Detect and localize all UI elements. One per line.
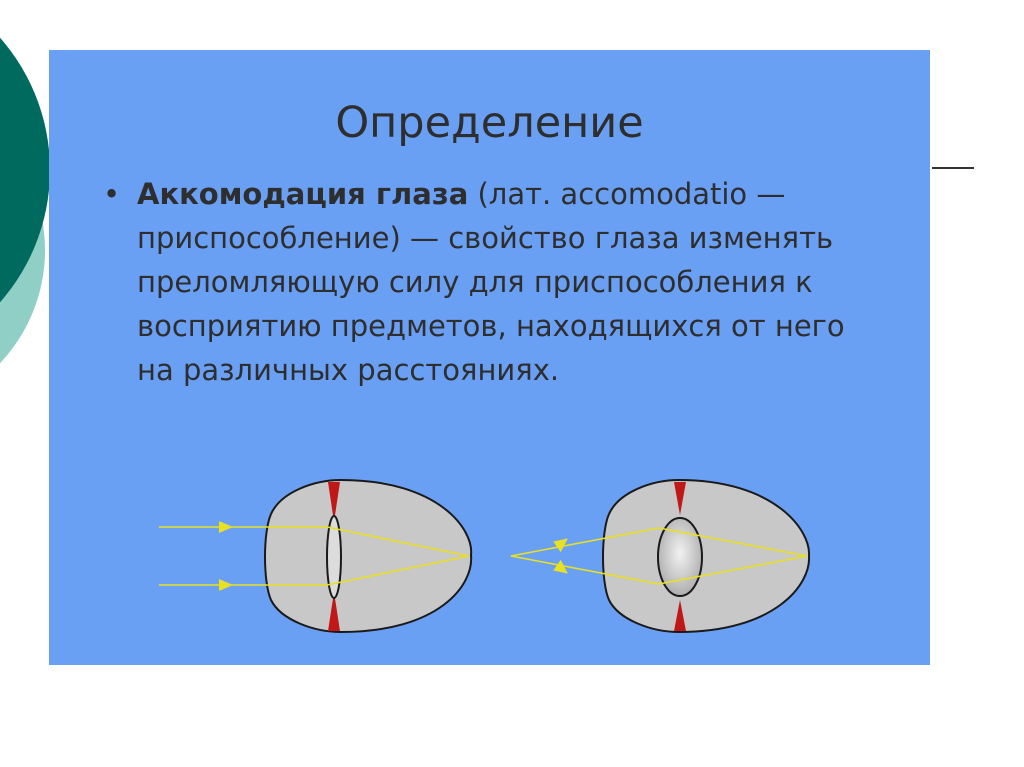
- lens-thin: [326, 515, 342, 599]
- ray-diverging-bottom: [510, 555, 660, 585]
- ciliary-muscle-bottom: [674, 600, 686, 631]
- header-rule: [932, 167, 974, 169]
- eye-far-vision: [159, 478, 473, 634]
- eye-near-vision: [510, 478, 811, 634]
- lens-thick: [657, 517, 703, 597]
- ray-refracted-bottom: [326, 555, 470, 586]
- bullet-marker: •: [103, 177, 121, 211]
- ray-refracted-top: [326, 526, 470, 557]
- ray-arrow-bottom: [553, 559, 568, 574]
- eye-accommodation-diagram: [159, 478, 811, 634]
- definition-text: (лат. accomodatio — приспособление) — св…: [137, 177, 845, 387]
- eye-far-body: [264, 478, 473, 634]
- ciliary-muscle-bottom: [328, 592, 340, 631]
- definition-term: Аккомодация глаза: [137, 177, 469, 211]
- ciliary-muscle-top: [328, 482, 340, 522]
- ray-refracted-top: [658, 527, 808, 557]
- ray-refracted-bottom: [658, 555, 808, 585]
- eye-near-body: [602, 478, 811, 634]
- ray-arrow-bottom: [219, 579, 233, 591]
- decorative-circles: [0, 37, 50, 364]
- ray-arrow-top: [219, 521, 233, 533]
- ray-arrow-top: [553, 538, 568, 553]
- slide-title: Определение: [335, 98, 644, 148]
- definition-bullet: • Аккомодация глаза (лат. accomodatio — …: [103, 172, 857, 392]
- slide-panel: Определение • Аккомодация глаза (лат. ac…: [49, 50, 930, 665]
- ray-diverging-top: [510, 527, 660, 557]
- ciliary-muscle-top: [674, 482, 686, 515]
- deco-circle-dark: [0, 37, 50, 303]
